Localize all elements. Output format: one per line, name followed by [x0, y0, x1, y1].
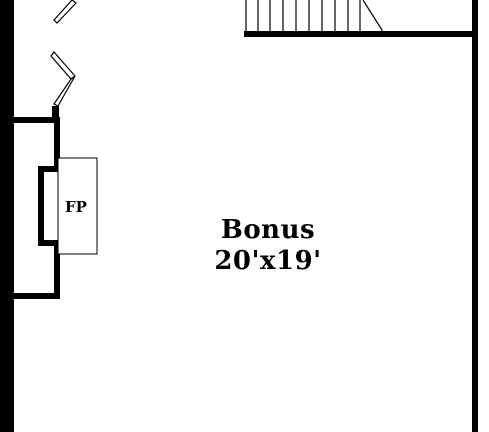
fireplace-hearth — [57, 157, 98, 255]
door-post — [52, 106, 59, 120]
corner-post — [472, 0, 478, 8]
stairs — [245, 0, 383, 32]
stair-partition-wall — [244, 31, 478, 37]
right-wall — [472, 0, 478, 432]
room-name: Bonus — [220, 215, 316, 245]
bifold-door — [50, 0, 77, 107]
left-wall — [0, 0, 14, 432]
fireplace-chimney — [14, 117, 60, 299]
fireplace-label: FP — [65, 198, 87, 216]
room-dimensions: 20'x19' — [214, 246, 322, 276]
